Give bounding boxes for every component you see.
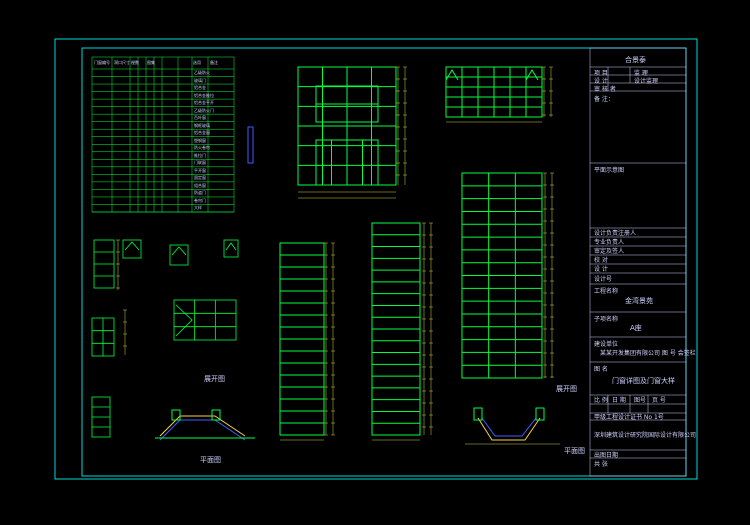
tb-owner-label: 建设单位 <box>594 341 619 348</box>
tb-design-label: 设 计 <box>594 78 608 85</box>
schedule-remark-cell: 平开窗 <box>194 167 206 173</box>
label-plan-right: 平面图 <box>564 447 585 455</box>
schedule-remark-cell: 玻璃门 <box>194 77 206 83</box>
schedule-remark-cell: 钢框玻璃 <box>194 122 210 128</box>
schedule-header-cell: 洞口尺寸 <box>114 60 130 65</box>
tb-supervise-label: 监 理 <box>634 70 648 77</box>
detail-f-opening <box>175 304 193 337</box>
schedule-header-cell: 樘数 <box>131 60 139 65</box>
tb-drawing-no: 图号 <box>634 397 647 404</box>
dimension-lines <box>116 66 554 441</box>
tb-scale: 比 例 <box>594 397 608 404</box>
detail-d-frame <box>223 239 239 258</box>
detail-f-frame <box>173 299 237 341</box>
schedule-remark-cell: 组合窗 <box>194 182 206 188</box>
schedule-remark-cell: 乙级防火 <box>194 70 210 75</box>
tb-date: 日 期 <box>612 397 626 404</box>
window-elevation-right <box>445 66 543 118</box>
schedule-remark-cell: 乙级防火门 <box>194 107 214 113</box>
tb-project-name: 金湾景苑 <box>625 297 653 305</box>
tb-drawing-label: 图 名 <box>594 366 608 373</box>
schedule-remark-cell: 塑钢窗 <box>194 137 206 143</box>
schedule-remark-cell: 卷帘门 <box>194 197 206 203</box>
tb-reviewer: 审 核 者 <box>594 86 616 93</box>
narrow-blue-window <box>247 126 254 164</box>
detail-d-vent <box>225 242 237 251</box>
tb-sig-6: 设计号 <box>594 276 613 283</box>
schedule-header-cell: 备注 <box>210 60 218 65</box>
door-window-schedule <box>91 56 235 213</box>
plan-left <box>155 409 255 441</box>
tb-page-no: 页 号 <box>652 397 666 404</box>
schedule-frame <box>91 56 235 213</box>
tb-owner-value: 某某开发集团有限公司 图 号 会签栏 <box>600 350 696 357</box>
schedule-remark-cell: 大样 <box>194 205 202 211</box>
small-window-details <box>91 239 239 438</box>
tb-sig-1: 设计负责注册人 <box>594 230 637 237</box>
schedule-remark-cell: 铝合金平开 <box>194 100 214 106</box>
tb-cert: 甲级工程设计证书 No 1号 <box>594 414 664 421</box>
right-elev-vent <box>445 69 459 81</box>
tb-sub-value: A座 <box>630 324 642 332</box>
title-block <box>589 47 687 477</box>
tb-stamp: 平面示意图 <box>594 167 625 174</box>
tb-institute: 深圳建筑设计研究院国际设计有限公司 <box>594 432 697 439</box>
detail-b-vent <box>124 241 140 251</box>
tb-sig-2: 专业负责人 <box>594 239 625 246</box>
tb-design-supervise: 设计监理 <box>634 78 659 85</box>
tb-project-name-label: 工程名称 <box>594 288 619 295</box>
detail-c-vent <box>171 246 187 256</box>
outer-border <box>54 38 698 480</box>
tb-sig-4: 校 对 <box>594 257 608 264</box>
tb-project-label: 项 目 <box>594 70 608 77</box>
tb-issue-date: 出图日期 <box>594 452 619 459</box>
label-side-elevation: 展开图 <box>556 385 577 393</box>
schedule-header-cell: 图集 <box>147 60 155 65</box>
schedule-remark-cell: 铝合金推拉 <box>194 92 214 98</box>
tall-elevation-3 <box>461 172 543 379</box>
company-name: 合景泰 <box>625 56 646 64</box>
schedule-remark-cell: 防盗门 <box>194 190 206 196</box>
label-front-elevation: 展开图 <box>204 375 225 383</box>
schedule-header-cell: 选用 <box>193 60 201 65</box>
tall-elevation-1 <box>279 242 325 436</box>
tb-sub-label: 子项名称 <box>594 316 619 323</box>
window-elevation-front <box>297 66 397 186</box>
right-elev-vent <box>525 69 539 81</box>
tb-sig-5: 设 计 <box>594 266 608 273</box>
tb-drawing-title: 门窗详图及门窗大样 <box>612 377 675 385</box>
schedule-remark-cell: 防火卷帘 <box>194 145 210 151</box>
label-plan-left: 平面图 <box>200 456 221 464</box>
tall-elevation-2 <box>371 222 421 436</box>
schedule-remark-cell: 铝合金 <box>194 85 206 91</box>
detail-c-frame <box>169 244 189 266</box>
schedule-remark-cell: 铝合金窗 <box>194 130 210 136</box>
schedule-remark-cell: 百叶窗 <box>194 115 206 121</box>
tb-sheet-count: 共 张 <box>594 461 608 468</box>
tb-sig-3: 审定及签人 <box>594 248 625 255</box>
tb-remark: 备 注： <box>594 96 614 103</box>
schedule-header-cell: 门窗编号 <box>94 60 110 65</box>
detail-b-frame <box>122 239 142 259</box>
schedule-remark-cell: 门联窗 <box>194 160 206 166</box>
schedule-remark-cell: 推拉门 <box>194 152 206 158</box>
plan-right <box>465 407 560 445</box>
schedule-remark-cell: 固定窗 <box>194 175 206 181</box>
